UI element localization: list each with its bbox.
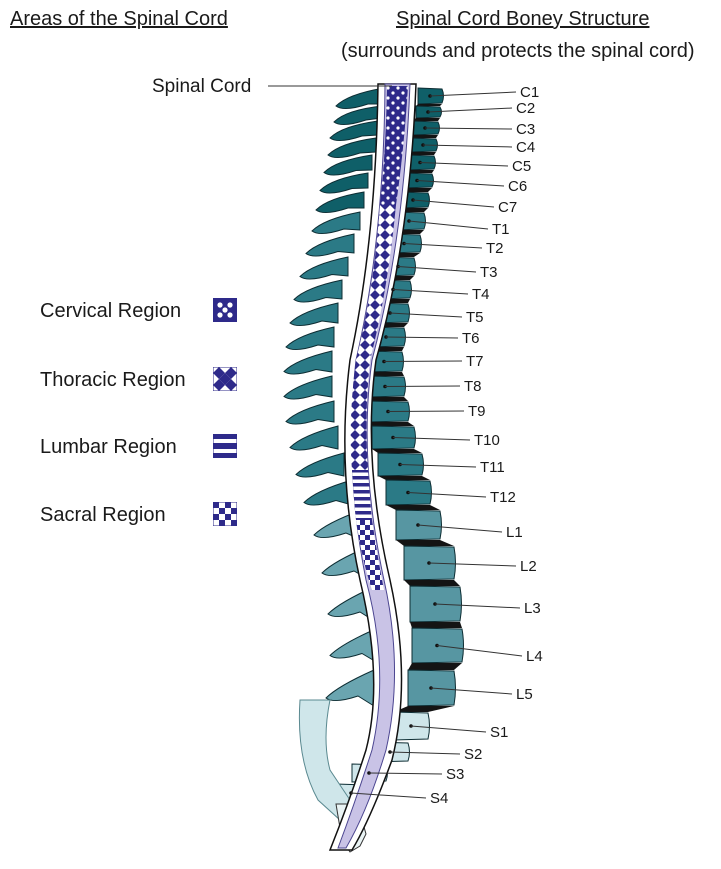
disc-below-t12: [386, 505, 440, 510]
vertebra-label-t6: T6: [462, 330, 480, 347]
vertebra-label-c6: C6: [508, 178, 527, 195]
vertebra-label-s3: S3: [446, 766, 464, 783]
vertebra-label-t4: T4: [472, 286, 490, 303]
leader-line-t8: [385, 386, 460, 387]
spinous-process-c1: [336, 88, 384, 109]
disc-below-l4: [408, 663, 462, 670]
spinous-process-t1: [312, 212, 360, 234]
leader-line-t7: [384, 361, 462, 362]
spinous-process-t4: [294, 280, 342, 302]
vertebra-label-l2: L2: [520, 558, 537, 575]
disc-below-c3: [410, 135, 438, 138]
vertebra-label-t3: T3: [480, 264, 498, 281]
disc-below-l3: [410, 622, 462, 628]
vertebra-label-t12: T12: [490, 489, 516, 506]
spinous-process-c6: [320, 173, 368, 193]
spinous-process-t8: [284, 376, 332, 399]
vertebra-label-c5: C5: [512, 158, 531, 175]
spinous-process-t9: [286, 401, 334, 424]
vertebra-label-l5: L5: [516, 686, 533, 703]
spinous-process-t10: [290, 426, 338, 450]
disc-below-c2: [412, 118, 440, 121]
vertebra-label-c1: C1: [520, 84, 539, 101]
vertebra-label-c4: C4: [516, 139, 535, 156]
disc-below-l5: [394, 706, 454, 712]
vertebra-label-t2: T2: [486, 240, 504, 257]
spinous-process-t11: [296, 453, 344, 477]
vertebra-label-s4: S4: [430, 790, 448, 807]
vertebra-label-s1: S1: [490, 724, 508, 741]
vertebra-label-s2: S2: [464, 746, 482, 763]
disc-below-t10: [372, 449, 422, 453]
vertebra-label-t7: T7: [466, 353, 484, 370]
leader-line-t9: [388, 411, 464, 412]
vertebra-label-l1: L1: [506, 524, 523, 541]
spinous-process-t7: [284, 351, 332, 374]
spinous-process-l5: [326, 670, 374, 706]
vertebra-label-c3: C3: [516, 121, 535, 138]
vertebra-label-t5: T5: [466, 309, 484, 326]
vertebra-label-c2: C2: [516, 100, 535, 117]
spinous-process-c4: [328, 138, 376, 158]
vertebra-label-t10: T10: [474, 432, 500, 449]
vertebra-label-l3: L3: [524, 600, 541, 617]
spinous-process-t5: [290, 303, 338, 326]
spinous-process-t6: [286, 327, 334, 350]
vertebra-label-t11: T11: [480, 459, 505, 476]
sacrum-wing: [299, 700, 350, 820]
spinous-process-c7: [316, 192, 364, 213]
vertebra-label-t9: T9: [468, 403, 486, 420]
vertebra-label-t1: T1: [492, 221, 510, 238]
spinous-process-t12: [304, 480, 352, 505]
vertebra-label-l4: L4: [526, 648, 543, 665]
vertebra-label-t8: T8: [464, 378, 482, 395]
vertebra-label-c7: C7: [498, 199, 517, 216]
spinous-process-t2: [306, 234, 354, 256]
disc-below-t11: [378, 476, 430, 480]
spinous-process-t3: [300, 257, 348, 279]
spinous-process-c5: [324, 155, 372, 175]
disc-below-l1: [396, 540, 454, 546]
disc-below-l2: [404, 580, 460, 586]
disc-below-t9: [368, 422, 414, 426]
